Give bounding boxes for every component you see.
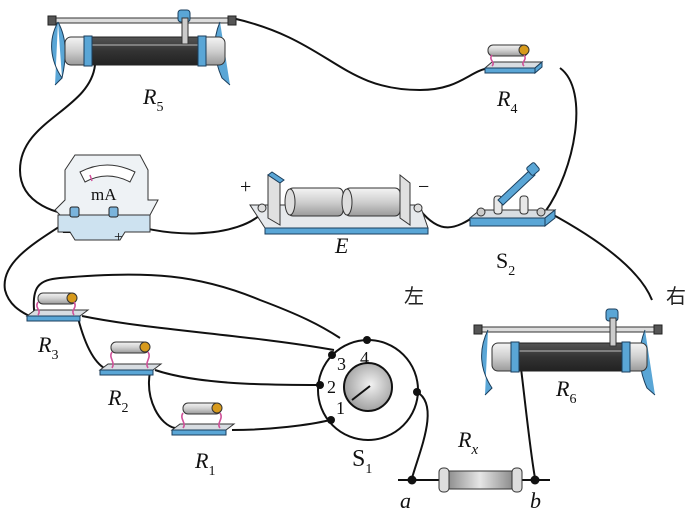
- wire-r3-to-r2: [77, 317, 109, 371]
- label-r1: R1: [194, 448, 215, 479]
- label-r2: R2: [107, 385, 128, 416]
- terminal-a-dot[interactable]: [407, 475, 417, 485]
- wire-r1-right-to-s1-1: [231, 419, 331, 431]
- s1-contact-3: [328, 351, 336, 359]
- label-r4: R4: [496, 86, 517, 117]
- ammeter-plus-sign: +: [114, 229, 123, 246]
- terminal-b-dot[interactable]: [530, 475, 540, 485]
- resistor-r3: [25, 292, 90, 322]
- s1-common-contact: [413, 388, 421, 396]
- s1-position-2: 2: [327, 377, 336, 397]
- wire-s2-to-r6: [547, 211, 653, 301]
- wires: [3, 17, 653, 481]
- battery-e: + −: [240, 171, 429, 235]
- selector-pointer: [351, 385, 371, 401]
- s1-contact-1: [327, 416, 335, 424]
- battery-minus-sign: −: [418, 176, 429, 198]
- ammeter-minus-sign: −: [62, 225, 71, 242]
- battery-plus-sign: +: [240, 176, 251, 198]
- label-a: a: [400, 488, 411, 513]
- s1-position-3: 3: [337, 354, 346, 374]
- wire-r5-top-to-r4: [231, 17, 491, 92]
- resistor-r4: [483, 44, 544, 75]
- s1-position-1: 1: [336, 398, 345, 418]
- ammeter-minus-terminal: [69, 206, 80, 218]
- label-r5: R5: [142, 84, 163, 115]
- knife-switch-s2: [468, 162, 557, 228]
- wire-r2-to-r1: [148, 371, 176, 429]
- label-s1: S1: [352, 446, 372, 477]
- wire-r3-loop-to-s1-4: [32, 273, 341, 339]
- label-rx: Rx: [457, 427, 478, 458]
- resistor-r2: [98, 341, 163, 376]
- label-b: b: [530, 488, 541, 513]
- resistor-rx: [438, 467, 523, 493]
- ammeter-plus-terminal: [108, 206, 119, 218]
- wire-r5-to-ammeter: [18, 64, 96, 216]
- rheostat-r5: [47, 9, 237, 86]
- milliammeter: mA − +: [54, 154, 159, 246]
- label-r6: R6: [555, 376, 576, 407]
- label-e: E: [334, 233, 349, 258]
- rotary-switch-s1[interactable]: 4 3 2 1: [316, 336, 421, 441]
- direction-right-label: 右: [666, 284, 686, 308]
- rheostat-r6: [473, 308, 663, 396]
- s1-contact-2: [316, 381, 324, 389]
- wire-r3-right-to-s1-3: [81, 315, 335, 351]
- ammeter-unit-label: mA: [91, 185, 117, 204]
- label-s2: S2: [496, 248, 515, 279]
- label-r3: R3: [37, 332, 58, 363]
- direction-left-label: 左: [404, 284, 424, 308]
- wire-r6-to-b: [519, 359, 536, 479]
- wire-r4-to-s2: [544, 67, 578, 213]
- wire-ammeter-minus-to-r3: [3, 216, 75, 319]
- wire-s1-common-to-a: [411, 391, 429, 479]
- wire-r2-right-to-s1-2: [154, 369, 321, 386]
- s1-contact-4: [363, 336, 371, 344]
- resistor-r1: [170, 402, 236, 436]
- wire-battery-minus-to-s2: [419, 209, 479, 229]
- s1-position-4: 4: [360, 348, 369, 368]
